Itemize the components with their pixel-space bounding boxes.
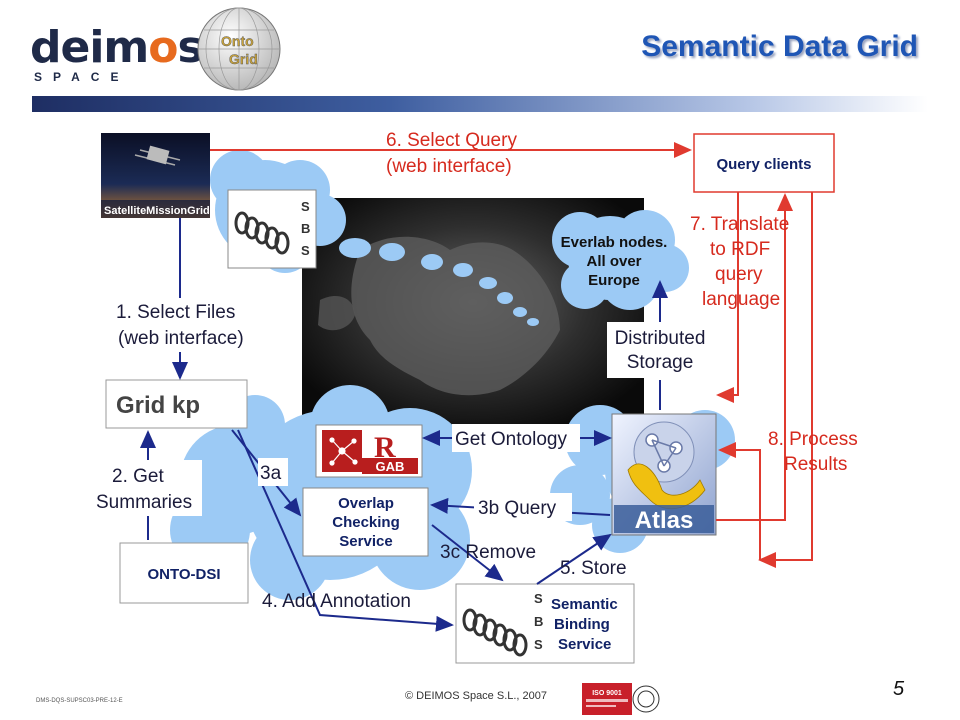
step2-line2: Summaries bbox=[96, 492, 192, 513]
everlab-line3: Europe bbox=[588, 272, 640, 289]
step1-bg bbox=[112, 298, 262, 352]
page-number: 5 bbox=[893, 678, 905, 700]
sbs2-letter-s2: S bbox=[534, 637, 543, 652]
distributed-storage-line2: Storage bbox=[627, 352, 694, 373]
step7-line3: query bbox=[715, 264, 763, 285]
deimos-logo-text: deimos bbox=[30, 22, 204, 73]
rgab-box: R GAB bbox=[315, 424, 423, 478]
satellite-label: SatelliteMissionGrid bbox=[104, 205, 210, 217]
onto-logo-line1: Onto bbox=[221, 33, 254, 49]
step3a-bg bbox=[258, 458, 288, 486]
query-clients-label: Query clients bbox=[716, 156, 811, 173]
step4-label: 4. Add Annotation bbox=[262, 591, 411, 612]
overlap-line2: Checking bbox=[332, 514, 400, 531]
ontogrid-globe-logo: Onto Grid bbox=[197, 7, 281, 91]
semantic-binding-line1: Semantic bbox=[551, 596, 618, 613]
overlap-line1: Overlap bbox=[338, 495, 394, 512]
sbs-letter-s2: S bbox=[301, 243, 310, 258]
onto-dsi-label: ONTO-DSI bbox=[147, 566, 220, 583]
gridkp-box: Grid kp bbox=[105, 379, 248, 429]
cloud-everlab bbox=[552, 210, 689, 310]
step6-line2: (web interface) bbox=[386, 156, 512, 177]
sbs-icon-top: S B S bbox=[227, 189, 317, 269]
onto-dsi-box: ONTO-DSI bbox=[119, 542, 249, 604]
semantic-binding-line3: Service bbox=[558, 636, 611, 653]
sbs-letter-s1: S bbox=[301, 199, 310, 214]
step6-line1: 6. Select Query bbox=[386, 130, 517, 151]
arrow-translate bbox=[758, 192, 813, 568]
step3b-bg bbox=[474, 493, 572, 521]
step7-line4: language bbox=[702, 289, 780, 310]
cloud-bubbles bbox=[339, 238, 539, 326]
sbs2-letter-b: B bbox=[534, 614, 543, 629]
step3b-label: 3b Query bbox=[478, 498, 557, 519]
arrow-results-back bbox=[718, 442, 761, 560]
atlas-label: Atlas bbox=[635, 507, 694, 534]
step3a-label: 3a bbox=[260, 463, 282, 484]
step8-line1: 8. Process bbox=[768, 429, 858, 450]
distributed-storage-line1: Distributed bbox=[615, 328, 706, 349]
get-ontology-bg bbox=[452, 424, 580, 452]
get-ontology-label: Get Ontology bbox=[455, 429, 567, 450]
arrow-to-atlas bbox=[716, 192, 739, 403]
cert-text: ISO 9001 bbox=[592, 690, 622, 697]
sbs-letter-b: B bbox=[301, 221, 310, 236]
distributed-storage-box bbox=[607, 322, 713, 378]
arrow-3c-remove bbox=[431, 524, 504, 582]
sbs2-letter-s1: S bbox=[534, 591, 543, 606]
document-id: DMS-DQS-SUPSC03-PRE-12-E bbox=[36, 698, 123, 704]
step1-line1: 1. Select Files bbox=[116, 302, 235, 323]
semantic-binding-box: S B S Semantic Binding Service bbox=[455, 583, 635, 664]
step5-label: 5. Store bbox=[560, 558, 627, 579]
satellite-mission-grid: SatelliteMissionGrid bbox=[101, 133, 210, 218]
arrow-process-results bbox=[716, 193, 793, 521]
step7-line2: to RDF bbox=[710, 239, 770, 260]
step7-line1: 7. Translate bbox=[690, 214, 789, 235]
step3c-label: 3c Remove bbox=[440, 542, 536, 563]
query-clients-box: Query clients bbox=[693, 133, 835, 193]
page-title: Semantic Data Grid bbox=[641, 30, 918, 63]
step8-line2: Results bbox=[784, 454, 847, 475]
arrow-store bbox=[536, 533, 612, 585]
step2-line1: 2. Get bbox=[112, 466, 164, 487]
arrow-add-annotation bbox=[237, 429, 454, 632]
semantic-binding-line2: Binding bbox=[554, 616, 610, 633]
certification-logo: ISO 9001 bbox=[582, 683, 660, 715]
overlap-line3: Service bbox=[339, 533, 392, 550]
onto-logo-line2: Grid bbox=[229, 51, 258, 67]
rgab-r-label: R bbox=[374, 431, 396, 464]
everlab-line2: All over bbox=[586, 253, 641, 270]
header-gradient-bar bbox=[32, 96, 928, 112]
deimos-logo: deimos SPACE bbox=[30, 20, 204, 90]
everlab-line1: Everlab nodes. bbox=[561, 234, 668, 251]
gridkp-label: Grid kp bbox=[116, 392, 200, 419]
copyright: © DEIMOS Space S.L., 2007 bbox=[405, 690, 548, 702]
atlas-box: Atlas bbox=[611, 413, 717, 536]
step2-bg bbox=[94, 460, 202, 516]
deimos-logo-sub: SPACE bbox=[34, 70, 130, 84]
overlap-checking-box: Overlap Checking Service bbox=[302, 487, 429, 557]
step1-line2: (web interface) bbox=[118, 328, 244, 349]
rgab-gab-label: GAB bbox=[376, 459, 405, 474]
